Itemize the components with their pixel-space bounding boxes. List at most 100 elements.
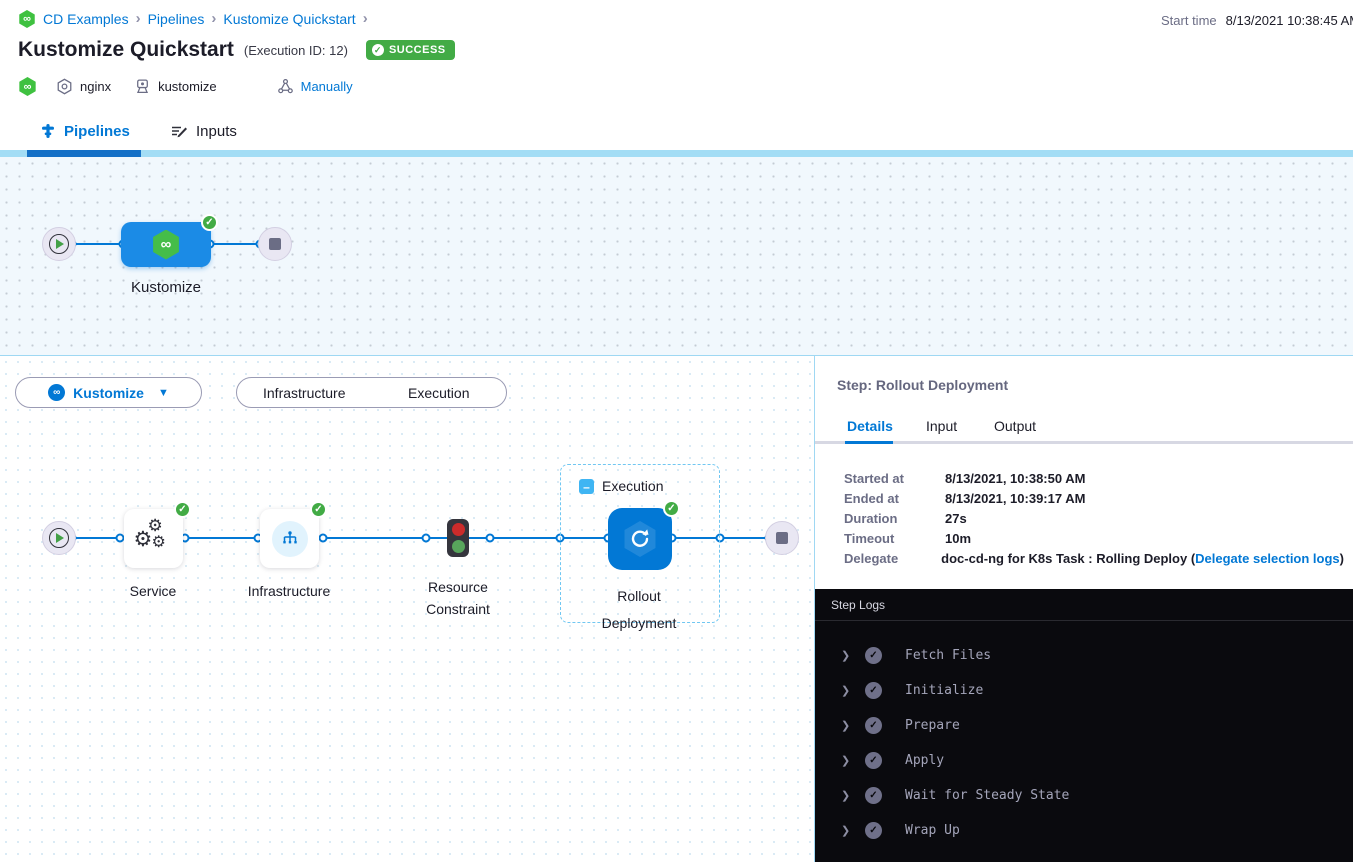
stage-node-kustomize[interactable]: ∞ ✓: [121, 214, 218, 267]
tab-underline-active: [27, 150, 141, 157]
stop-icon: [776, 532, 788, 544]
trigger-tag-label[interactable]: Manually: [300, 79, 353, 94]
stage-execution-canvas: ∞ Kustomize ▼ Infrastructure Execution ⚙…: [0, 355, 814, 862]
step-success-icon: ✓: [174, 501, 191, 518]
panel-tab-active-underline: [845, 441, 893, 444]
log-success-icon: ✓: [865, 646, 882, 664]
execution-step-group: – Execution: [560, 464, 720, 623]
delegate-value: doc-cd-ng for K8s Task : Rolling Deploy …: [941, 551, 1344, 566]
traffic-light-green: [451, 540, 465, 553]
pipeline-stage-graph: ∞ ✓ Kustomize: [0, 157, 1353, 355]
tab-pipelines-label: Pipelines: [64, 122, 130, 140]
execution-meta-row: ∞ nginx kustomize Manually: [18, 77, 353, 96]
service-icon: [56, 78, 73, 95]
status-check-icon: ✓: [371, 44, 384, 56]
cd-module-icon: ∞: [19, 10, 35, 28]
chevron-right-icon[interactable]: ❯: [841, 684, 851, 697]
log-section-apply[interactable]: ❯ ✓ Apply: [841, 751, 945, 769]
environment-tag: kustomize: [134, 78, 217, 95]
step-logs-title: Step Logs: [831, 598, 886, 612]
stage-selector-label: Kustomize: [73, 384, 144, 401]
step-node-service[interactable]: ⚙ ⚙ ⚙ ✓: [124, 501, 191, 568]
step-success-icon: ✓: [310, 501, 327, 518]
detail-row-delegate: Delegate doc-cd-ng for K8s Task : Rollin…: [844, 551, 1344, 571]
chevron-right-icon[interactable]: ❯: [841, 719, 851, 732]
connector-dot: [115, 533, 125, 543]
breadcrumb-kustomize-quickstart[interactable]: Kustomize Quickstart: [223, 11, 356, 27]
title-row: Kustomize Quickstart (Execution ID: 12) …: [18, 38, 455, 62]
stop-icon: [269, 238, 281, 250]
infrastructure-icon: [271, 520, 308, 557]
step-node-resource-constraint[interactable]: [447, 519, 469, 557]
stage-selector-icon: ∞: [48, 384, 66, 401]
log-success-icon: ✓: [865, 786, 882, 804]
execution-edge: [72, 537, 769, 539]
start-time-value: 8/13/2021 10:38:45 AM: [1225, 13, 1353, 28]
chevron-right-icon[interactable]: ❯: [841, 754, 851, 767]
connector-dot: [485, 533, 495, 543]
start-time: Start time 8/13/2021 10:38:45 AM: [1161, 13, 1353, 28]
step-details-panel: Step: Rollout Deployment Details Input O…: [814, 355, 1353, 862]
chevron-down-icon: ▼: [157, 386, 169, 399]
breadcrumb-separator: ›: [362, 9, 368, 27]
collapse-group-icon[interactable]: –: [579, 479, 594, 494]
chevron-right-icon[interactable]: ❯: [841, 789, 851, 802]
log-success-icon: ✓: [865, 716, 882, 734]
view-tabs: Pipelines Inputs: [0, 112, 1353, 150]
tab-inputs[interactable]: Inputs: [170, 123, 237, 140]
play-icon: [49, 528, 69, 548]
panel-tab-track: [815, 441, 1353, 444]
log-section-wrap-up[interactable]: ❯ ✓ Wrap Up: [841, 821, 960, 839]
chevron-right-icon[interactable]: ❯: [841, 649, 851, 662]
execution-id: (Execution ID: 12): [243, 42, 348, 58]
breadcrumb-cd-examples[interactable]: CD Examples: [43, 11, 129, 27]
start-time-label: Start time: [1161, 13, 1217, 28]
breadcrumb-pipelines[interactable]: Pipelines: [147, 11, 205, 27]
service-gears-icon: ⚙ ⚙ ⚙: [133, 515, 166, 551]
step-node-infrastructure[interactable]: ✓: [260, 501, 327, 568]
chevron-right-icon[interactable]: ❯: [841, 824, 851, 837]
infrastructure-execution-toggle: Infrastructure Execution: [236, 377, 507, 408]
detail-row-timeout: Timeout 10m: [844, 531, 972, 546]
toggle-execution[interactable]: Execution: [408, 384, 470, 401]
tab-details[interactable]: Details: [847, 418, 893, 434]
stage-selector-dropdown[interactable]: ∞ Kustomize ▼: [15, 377, 202, 408]
inputs-tab-icon: [170, 123, 188, 139]
breadcrumb: ∞ CD Examples › Pipelines › Kustomize Qu…: [18, 10, 368, 28]
cd-icon: ∞: [19, 77, 36, 96]
tab-input[interactable]: Input: [926, 418, 958, 434]
page-header: ∞ CD Examples › Pipelines › Kustomize Qu…: [0, 0, 1353, 157]
step-success-icon: ✓: [663, 500, 680, 517]
detail-row-ended-at: Ended at 8/13/2021, 10:39:17 AM: [844, 491, 1086, 506]
step-logs-divider: [815, 620, 1353, 621]
log-success-icon: ✓: [865, 681, 882, 699]
traffic-light-red: [451, 523, 465, 536]
stage-node-label: Kustomize: [130, 279, 202, 296]
tab-output[interactable]: Output: [994, 418, 1037, 434]
log-section-wait-for-steady-state[interactable]: ❯ ✓ Wait for Steady State: [841, 786, 1070, 804]
service-tag: nginx: [56, 78, 111, 95]
tab-pipelines[interactable]: Pipelines: [40, 123, 130, 140]
step-label-resource-constraint: Resource Constraint: [426, 579, 490, 617]
toggle-infrastructure[interactable]: Infrastructure: [263, 384, 346, 401]
rollout-redo-icon: [628, 527, 652, 551]
pipeline-end-node[interactable]: [258, 227, 292, 261]
page-title: Kustomize Quickstart: [18, 38, 234, 61]
trigger-icon: [277, 78, 294, 95]
pipeline-start-node[interactable]: [42, 227, 76, 261]
step-node-rollout-deployment[interactable]: ✓: [608, 500, 680, 570]
log-success-icon: ✓: [865, 821, 882, 839]
step-label-service: Service: [129, 583, 177, 599]
play-icon: [49, 234, 69, 254]
log-section-fetch-files[interactable]: ❯ ✓ Fetch Files: [841, 646, 992, 664]
execution-end-node[interactable]: [765, 521, 799, 555]
service-tag-label: nginx: [80, 79, 112, 94]
delegate-selection-logs-link[interactable]: Delegate selection logs: [1195, 551, 1340, 566]
execution-start-node[interactable]: [42, 521, 76, 555]
environment-icon: [134, 78, 151, 95]
step-group-label: Execution: [602, 478, 664, 494]
step-label-infrastructure: Infrastructure: [247, 583, 331, 599]
log-section-prepare[interactable]: ❯ ✓ Prepare: [841, 716, 960, 734]
breadcrumb-separator: ›: [211, 9, 217, 27]
log-section-initialize[interactable]: ❯ ✓ Initialize: [841, 681, 984, 699]
